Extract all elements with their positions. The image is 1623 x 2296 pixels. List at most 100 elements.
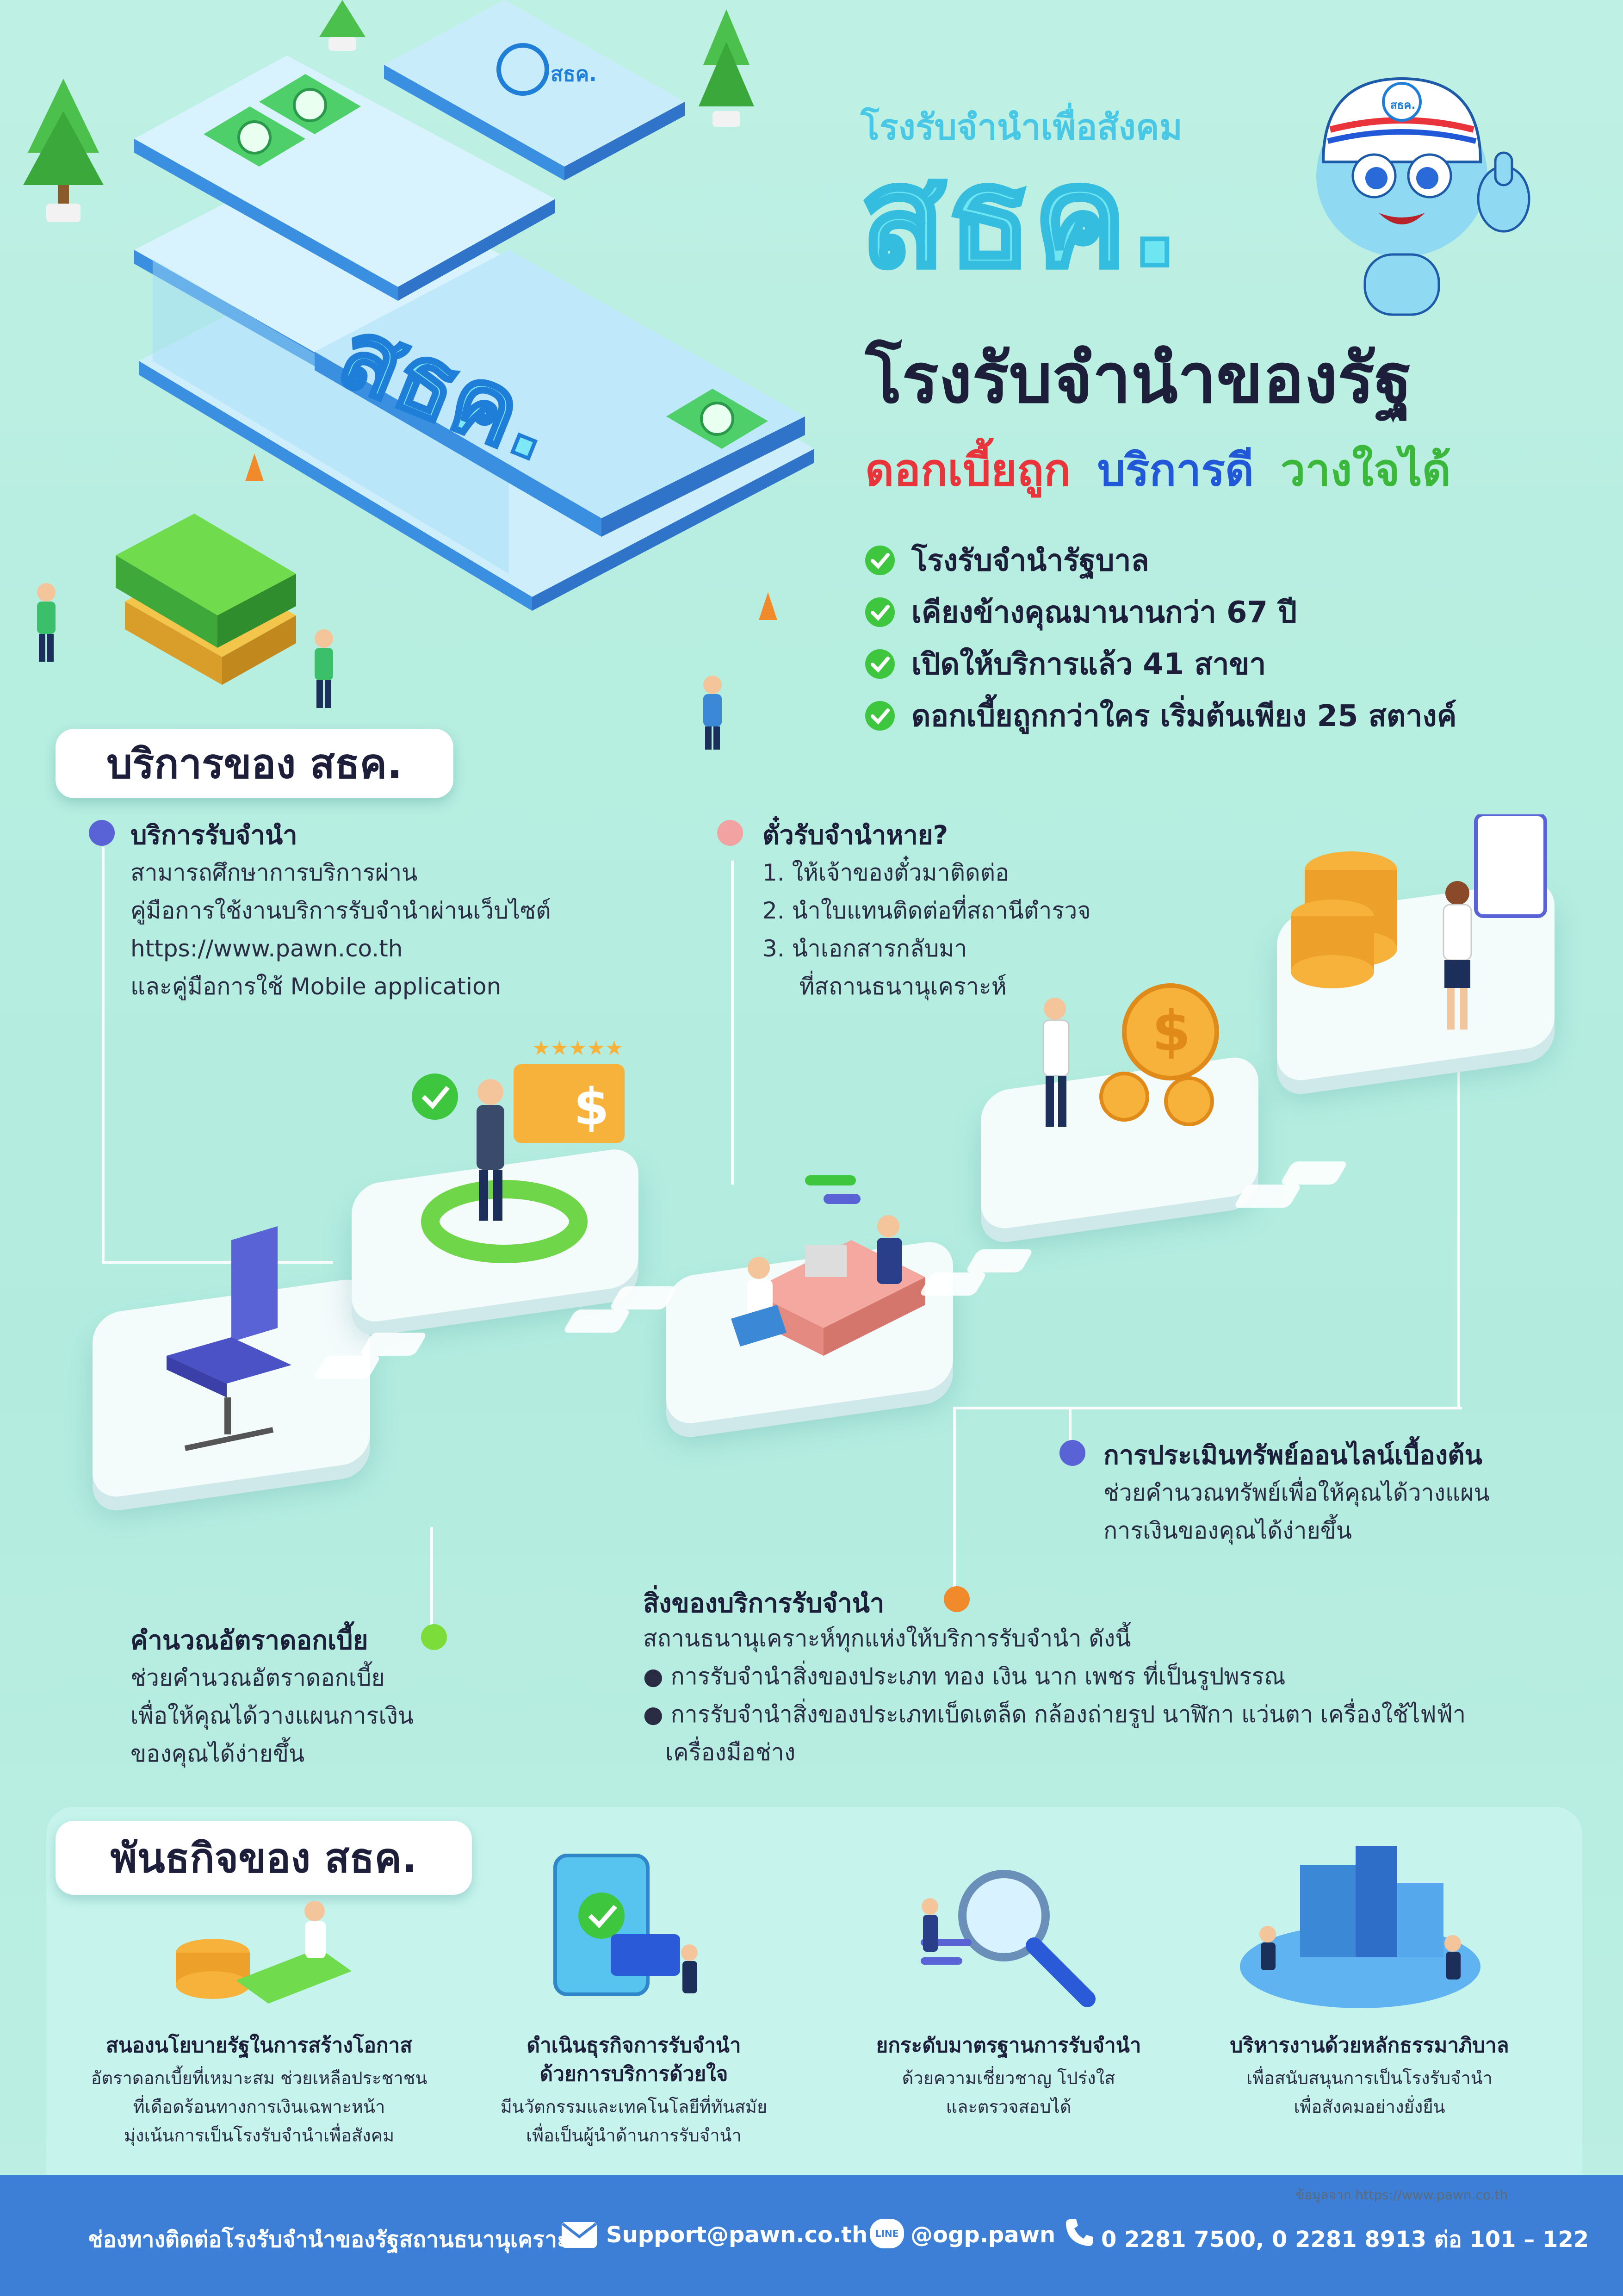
path-stripe <box>562 1309 632 1333</box>
header-brand: สธค. <box>858 134 1183 300</box>
interest-line: เพื่อให้คุณได้วางแผนการเงิน <box>130 1702 414 1729</box>
building-illustration: สธค. สธค. <box>23 0 814 750</box>
footer-phone[interactable]: 0 2281 7500, 0 2281 8913 ต่อ 101 – 122 <box>1101 2227 1589 2253</box>
phone-icon <box>1066 2219 1093 2246</box>
mission-title: ยกระดับมาตรฐานการรับจำนำ <box>876 2034 1141 2057</box>
header-subtitle: โรงรับจำนำเพื่อสังคม <box>861 106 1183 148</box>
roof-logo-label: สธค. <box>551 62 597 86</box>
mascot-badge: สธค. <box>1390 99 1415 112</box>
phone-illustration <box>553 1854 698 1996</box>
connector-line <box>731 861 734 1185</box>
mission-desc: เพื่อเป็นผู้นำด้านการรับจำนำ <box>526 2125 742 2146</box>
path-stripe <box>965 1249 1034 1272</box>
fan-icon <box>666 389 768 449</box>
check-icon <box>865 546 895 575</box>
person-icon <box>315 629 333 708</box>
svg-text:★★★★★: ★★★★★ <box>532 1036 623 1060</box>
cone-icon <box>245 453 264 481</box>
fan-icon <box>259 74 361 134</box>
interest-dot <box>421 1624 447 1650</box>
appraisal-line: ช่วยคำนวณทรัพย์เพื่อให้คุณได้วางแผน <box>1103 1479 1490 1506</box>
mission-desc: ด้วยความเชี่ยวชาญ โปร่งใส <box>902 2068 1115 2088</box>
pawn-dot <box>89 820 115 846</box>
mission-desc: เพื่อสังคมอย่างยั่งยืน <box>1294 2097 1445 2117</box>
highlight-item: ดอกเบี้ยถูกกว่าใคร เริ่มต้นเพียง 25 สตาง… <box>865 692 1456 739</box>
highlight-text: โรงรับจำนำรัฐบาล <box>911 544 1149 578</box>
lost-ticket-text: 1. ให้เจ้าของตั๋วมาติดต่อ 2. นำใบแทนติดต… <box>762 854 1091 1005</box>
coin-icon <box>1122 983 1219 1080</box>
items-text: สถานธนานุเคราะห์ทุกแห่งให้บริการรับจำนำ … <box>643 1620 1466 1771</box>
tree-icon <box>699 9 754 127</box>
magnifier-illustration <box>921 1870 1096 2007</box>
source-note: ข้อมูลจาก https://www.pawn.co.th <box>1295 2187 1508 2203</box>
appraisal-line: การเงินของคุณได้ง่ายขึ้น <box>1103 1517 1352 1544</box>
appraisal-dot <box>1059 1440 1085 1466</box>
interest-line: ช่วยคำนวณอัตราดอกเบี้ย <box>130 1664 385 1691</box>
atm-screen-icon <box>1474 814 1547 918</box>
pawn-title: บริการรับจำนำ <box>130 820 297 850</box>
mission-item: บริหารงานด้วยหลักธรรมาภิบาล เพื่อสนับสนุ… <box>1194 2031 1545 2121</box>
mission-desc: ที่เดือดร้อนทางการเงินเฉพาะหน้า <box>133 2097 385 2117</box>
svg-text:$: $ <box>574 1077 609 1136</box>
path-stripe <box>1279 1161 1349 1185</box>
mission-item: ยกระดับมาตรฐานการรับจำนำ ด้วยความเชี่ยวช… <box>833 2031 1184 2121</box>
appraisal-text: ช่วยคำนวณทรัพย์เพื่อให้คุณได้วางแผน การเ… <box>1103 1474 1490 1550</box>
highlight-item: โรงรับจำนำรัฐบาล <box>865 537 1149 584</box>
items-title: สิ่งของบริการรับจำนำ <box>643 1589 885 1619</box>
footer-channel: ช่องทางติดต่อโรงรับจำนำของรัฐสถานธนานุเค… <box>88 2227 584 2253</box>
check-icon <box>865 597 895 627</box>
header-title: โรงรับจำนำของรัฐ <box>865 339 1412 418</box>
mission-item: สนองนโยบายรัฐในการสร้างโอกาส อัตราดอกเบี… <box>83 2031 435 2150</box>
fan-icon <box>204 106 305 167</box>
lost-ticket-step: 3. นำเอกสารกลับมา <box>762 935 967 962</box>
pawn-line: สามารถศึกษาการบริการผ่าน <box>130 859 418 886</box>
appraisal-title: การประเมินทรัพย์ออนไลน์เบื้องต้น <box>1103 1440 1482 1471</box>
mission-desc: และตรวจสอบได้ <box>946 2097 1072 2117</box>
check-icon <box>865 649 895 679</box>
slogan-service: บริการดี <box>1097 444 1254 496</box>
tree-icon <box>319 0 365 51</box>
connector-line <box>1069 1407 1072 1453</box>
desk-illustration <box>731 1175 925 1356</box>
mission-desc: เพื่อสนับสนุนการเป็นโรงรับจำนำ <box>1246 2068 1493 2088</box>
check-icon <box>412 1074 458 1120</box>
pawn-line: และคู่มือการใช้ Mobile application <box>130 973 502 1000</box>
highlight-text: ดอกเบี้ยถูกกว่าใคร เริ่มต้นเพียง 25 สตาง… <box>911 699 1457 733</box>
interest-line: ของคุณได้ง่ายขึ้น <box>130 1740 305 1767</box>
check-icon <box>865 701 895 731</box>
items-intro: สถานธนานุเคราะห์ทุกแห่งให้บริการรับจำนำ … <box>643 1625 1131 1652</box>
connector-line <box>102 847 105 1263</box>
items-bullet-text: การรับจำนำสิ่งของประเภท ทอง เงิน นาก เพช… <box>670 1663 1286 1690</box>
footer-email-link[interactable]: Support@pawn.co.th <box>606 2222 868 2248</box>
slogan-trust: วางใจได้ <box>1280 444 1451 496</box>
lost-ticket-title: ตั๋วรับจำนำหาย? <box>762 820 948 850</box>
review-illustration: $ ★★★★★ <box>412 1036 625 1263</box>
lost-ticket-step: ที่สถานธนานุเคราะห์ <box>762 973 1007 1000</box>
money-stack-icon <box>116 514 296 685</box>
mission-title: บริหารงานด้วยหลักธรรมาภิบาล <box>1230 2034 1509 2057</box>
mail-icon <box>562 2222 597 2248</box>
mission-title: สนองนโยบายรัฐในการสร้างโอกาส <box>105 2034 413 2057</box>
tree-icon <box>23 79 104 222</box>
pawn-line: คู่มือการใช้งานบริการรับจำนำผ่านเว็บไซต์ <box>130 897 551 924</box>
person-icon <box>703 676 722 750</box>
mission-desc: มุ่งเน้นการเป็นโรงรับจำนำเพื่อสังคม <box>124 2125 395 2146</box>
connector-line <box>953 1407 956 1587</box>
mission-item: ดำเนินธุรกิจการรับจำนำ ด้วยการบริการด้วย… <box>458 2031 810 2150</box>
highlight-text: เปิดให้บริการแล้ว 41 สาขา <box>911 647 1266 682</box>
lost-ticket-step: 2. นำใบแทนติดต่อที่สถานีตำรวจ <box>762 897 1091 924</box>
credit-card-icon <box>611 1934 680 1976</box>
mission-title: ด้วยการบริการด้วยใจ <box>539 2062 728 2086</box>
interest-title: คำนวณอัตราดอกเบี้ย <box>130 1626 368 1656</box>
items-bullet-text: การรับจำนำสิ่งของประเภทเบ็ดเตล็ด กล้องถ่… <box>670 1701 1466 1728</box>
items-bullet: ● การรับจำนำสิ่งของประเภท ทอง เงิน นาก เ… <box>643 1663 1286 1690</box>
mission-desc: มีนวัตกรรมและเทคโนโลยีที่ทันสมัย <box>500 2097 768 2117</box>
slogan-cheap: ดอกเบี้ยถูก <box>865 444 1071 496</box>
dollar-card-icon <box>514 1064 625 1143</box>
logo-icon <box>496 43 549 96</box>
footer-line-link[interactable]: @ogp.pawn <box>911 2222 1056 2248</box>
pawn-website-link[interactable]: https://www.pawn.co.th <box>130 935 403 962</box>
highlight-text: เคียงข้างคุณมานานกว่า 67 ปี <box>911 596 1297 630</box>
items-dot <box>944 1586 970 1612</box>
